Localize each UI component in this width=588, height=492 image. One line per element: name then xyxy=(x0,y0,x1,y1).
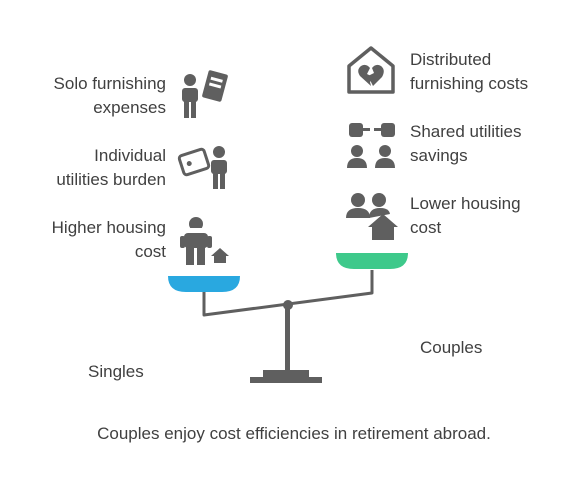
diagram-caption: Couples enjoy cost efficiencies in retir… xyxy=(97,424,491,443)
individual-utilities-label: Individual utilities burden xyxy=(56,146,166,189)
solo-furnishing-label: Solo furnishing expenses xyxy=(53,74,166,117)
left-pan xyxy=(168,276,240,292)
couple-with-plug-icon xyxy=(347,123,395,168)
couple-with-house-icon xyxy=(346,193,398,240)
scale-base xyxy=(250,377,322,383)
distributed-furnishing-label: Distributed furnishing costs xyxy=(410,50,529,93)
singles-group-label: Singles xyxy=(88,362,144,381)
shared-utilities-label: Shared utilities savings xyxy=(410,122,522,165)
house-with-broken-heart-icon xyxy=(347,46,395,94)
lower-housing-label: Lower housing cost xyxy=(410,194,521,237)
wallet-with-person-icon xyxy=(177,146,227,189)
person-with-house-icon xyxy=(180,217,229,265)
scale-base-top xyxy=(263,370,309,377)
right-pan xyxy=(336,253,408,269)
couples-group-label: Couples xyxy=(420,338,483,357)
scale-pivot xyxy=(283,300,293,310)
higher-housing-label: Higher housing cost xyxy=(51,218,166,261)
scale-post xyxy=(285,305,290,371)
person-with-bill-icon xyxy=(182,70,228,118)
